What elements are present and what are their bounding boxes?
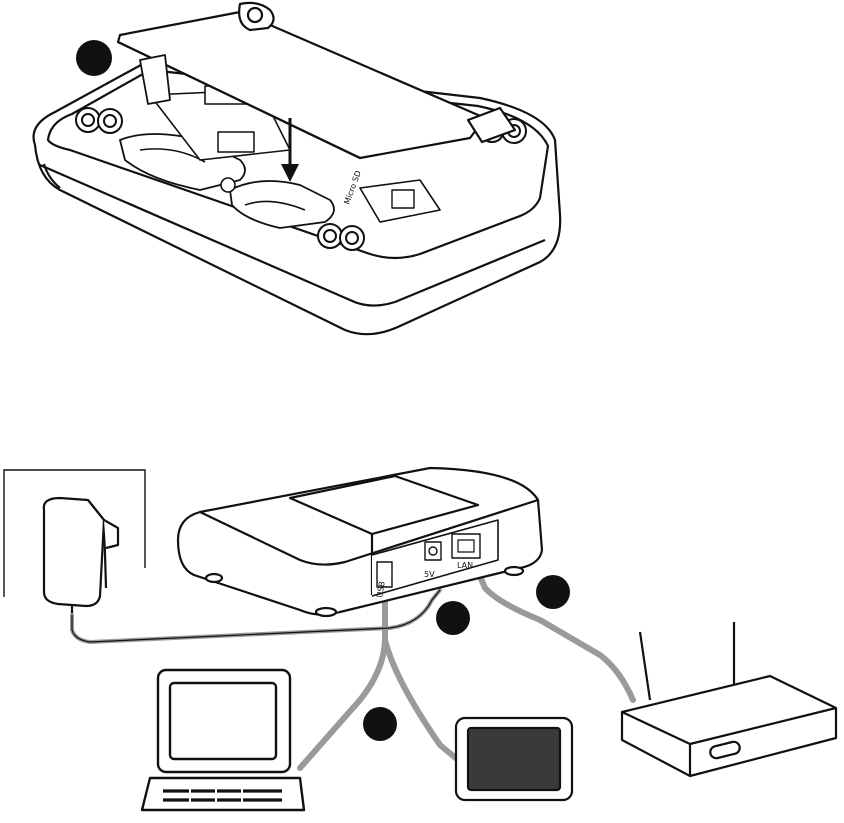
- laptop: [142, 670, 304, 810]
- tablet: [456, 718, 572, 800]
- step-marker-lan: [536, 575, 570, 609]
- router: [622, 622, 836, 776]
- step-marker-usb: [363, 707, 397, 741]
- power-port-label: 5V: [424, 570, 435, 579]
- step-marker-power: [436, 601, 470, 635]
- step-marker-cover: [76, 40, 112, 76]
- power-adapter: [44, 498, 118, 615]
- lan-port-label: LAN: [457, 561, 473, 570]
